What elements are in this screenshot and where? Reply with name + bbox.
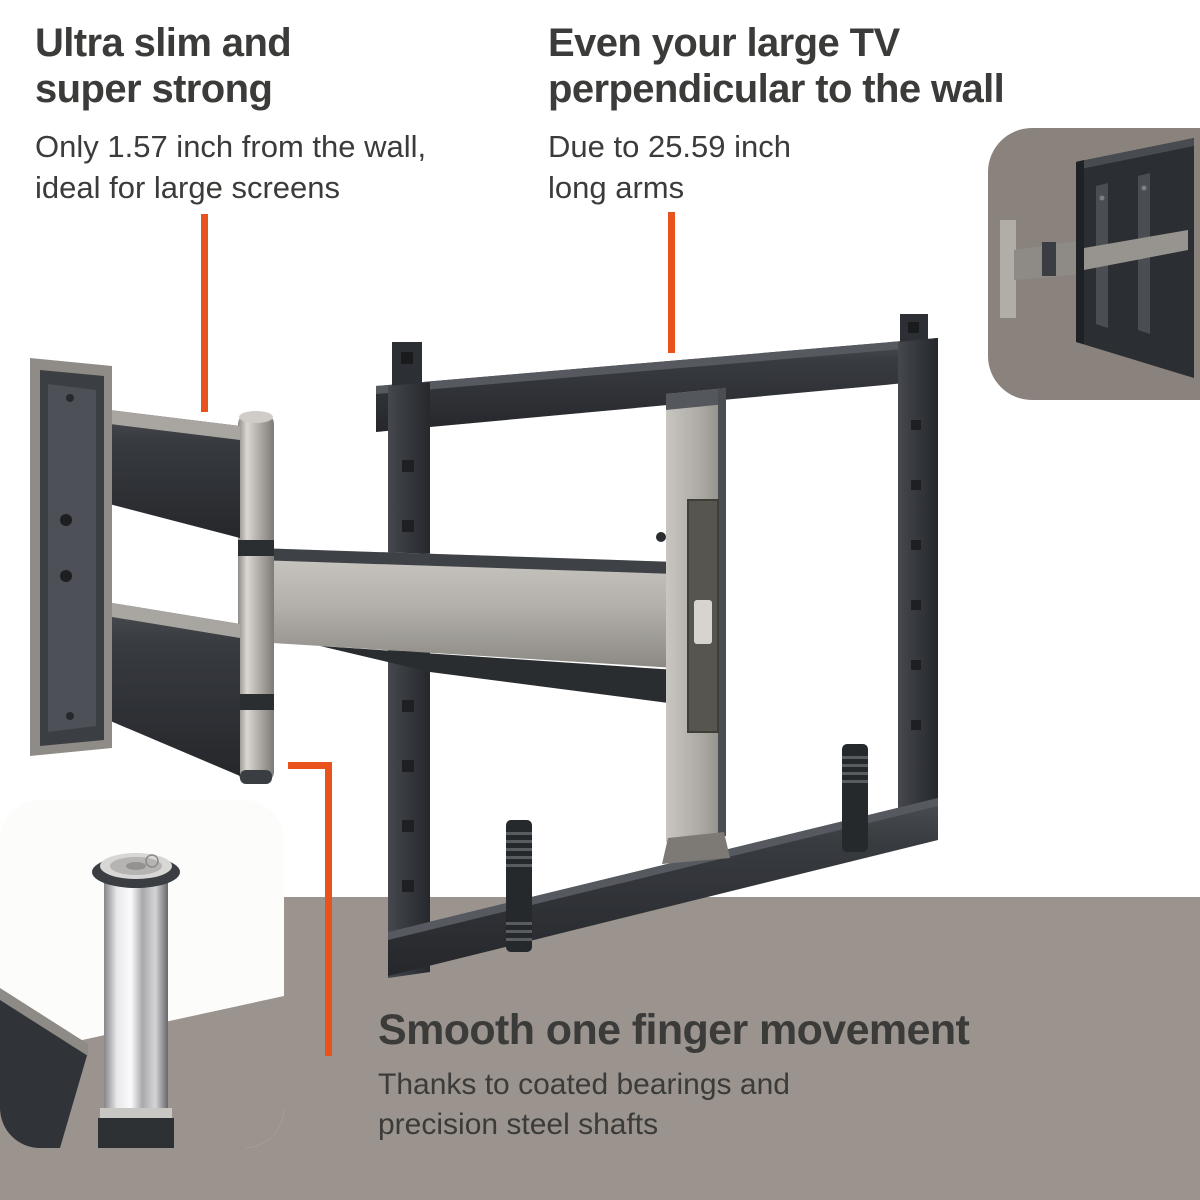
slim-body-line-2: ideal for large screens bbox=[35, 170, 340, 205]
callout-perpendicular: Even your large TV perpendicular to the … bbox=[548, 20, 1148, 208]
callout-line-arms bbox=[668, 212, 675, 353]
move-body-line-2: precision steel shafts bbox=[378, 1107, 659, 1141]
callout-line-movement-vertical bbox=[325, 762, 332, 1056]
brand-logo-plate bbox=[694, 600, 712, 644]
perp-heading-line-1: Even your large TV bbox=[548, 21, 900, 65]
perp-body-line-2: long arms bbox=[548, 170, 685, 205]
callout-line-movement-horizontal bbox=[288, 762, 332, 769]
elbow-joint bbox=[238, 411, 274, 784]
frame-left-rail bbox=[388, 382, 430, 978]
center-strip bbox=[656, 388, 730, 864]
perp-body-line-1: Due to 25.59 inch bbox=[548, 128, 792, 164]
slim-heading-line-2: super strong bbox=[35, 67, 273, 112]
lower-wall-arm bbox=[94, 600, 240, 776]
wall-plate bbox=[30, 358, 112, 756]
tv-back-view-graphic bbox=[1000, 138, 1194, 378]
move-heading: Smooth one finger movement bbox=[378, 1006, 970, 1054]
perp-heading-line-2: perpendicular to the wall bbox=[548, 67, 1005, 112]
frame-right-rail bbox=[898, 338, 938, 842]
upper-wall-arm bbox=[94, 408, 240, 538]
hinge-closeup-graphic bbox=[0, 853, 284, 1148]
inset-tv-perpendicular-closeup bbox=[988, 128, 1200, 400]
callout-line-slim bbox=[201, 214, 208, 412]
frame-top-rail bbox=[376, 338, 938, 432]
inset-hinge-bearing-closeup bbox=[0, 800, 284, 1148]
callout-smooth-movement: Smooth one finger movement Thanks to coa… bbox=[378, 1006, 1098, 1145]
frame-bottom-clips bbox=[506, 744, 868, 952]
callout-ultra-slim: Ultra slim and super strong Only 1.57 in… bbox=[35, 20, 565, 208]
slim-heading-line-1: Ultra slim and bbox=[35, 21, 292, 65]
swivel-arm bbox=[256, 548, 676, 704]
move-body-line-1: Thanks to coated bearings and bbox=[378, 1067, 790, 1101]
slim-body-line-1: Only 1.57 inch from the wall, bbox=[35, 128, 427, 164]
